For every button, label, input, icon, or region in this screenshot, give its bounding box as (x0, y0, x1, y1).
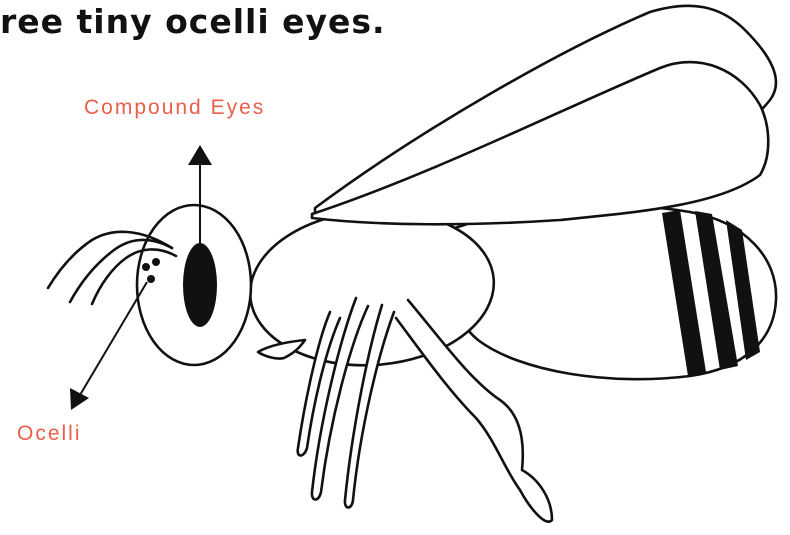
ocelli-label: Ocelli (17, 422, 82, 446)
ocelli-arrow (70, 282, 147, 410)
compound-eyes-label: Compound Eyes (84, 96, 265, 120)
compound-eye (183, 243, 217, 327)
